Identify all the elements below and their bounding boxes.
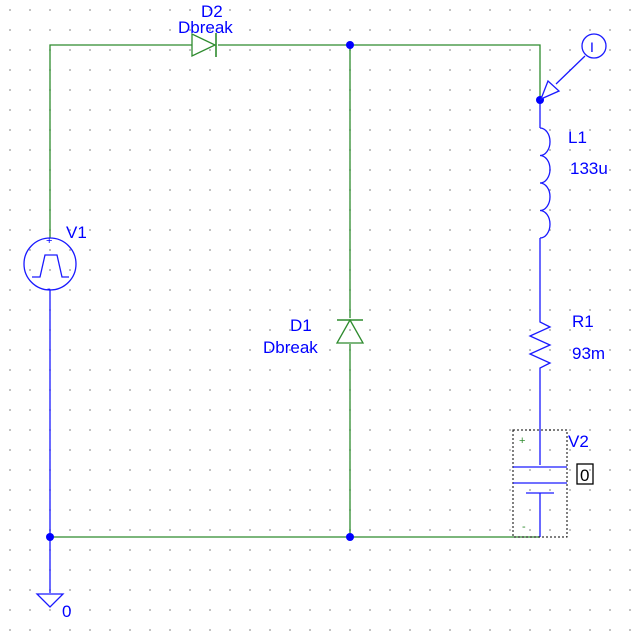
junction-node — [346, 41, 354, 49]
v2-value-label: 0 — [580, 466, 589, 485]
l1-ref-label: L1 — [568, 128, 587, 147]
r1-value-label: 93m — [572, 344, 605, 363]
v2-value-box[interactable] — [576, 463, 594, 485]
d1-model-label: Dbreak — [263, 338, 318, 357]
junction-node — [46, 533, 54, 541]
v2-minus-sign: - — [522, 521, 526, 533]
v1-ref-label: V1 — [66, 223, 87, 242]
v2-ref-label: V2 — [568, 432, 589, 451]
dc-source-v2[interactable] — [512, 429, 568, 538]
pulse-source-v1[interactable] — [23, 237, 77, 291]
current-probe-marker[interactable] — [539, 33, 607, 101]
v1-plus-sign: + — [46, 235, 52, 247]
d2-model-label: Dbreak — [178, 18, 233, 37]
v2-plus-sign: + — [519, 435, 525, 447]
ground-symbol[interactable] — [35, 593, 65, 608]
ground-label: 0 — [62, 602, 71, 621]
junction-node — [346, 533, 354, 541]
diode-d2[interactable] — [191, 32, 217, 58]
probe-label: I — [590, 39, 594, 55]
d2-ref-label: D2 — [201, 2, 223, 21]
v1-minus-sign: - — [47, 283, 51, 295]
wires — [49, 44, 541, 593]
diode-d1[interactable] — [335, 318, 365, 344]
resistor-r1[interactable] — [528, 318, 552, 372]
r1-ref-label: R1 — [572, 312, 594, 331]
l1-value-label: 133u — [570, 159, 608, 178]
d1-ref-label: D1 — [290, 316, 312, 335]
wire-top[interactable] — [218, 44, 541, 100]
inductor-l1[interactable] — [539, 127, 551, 239]
wire-left-top[interactable] — [49, 44, 192, 238]
